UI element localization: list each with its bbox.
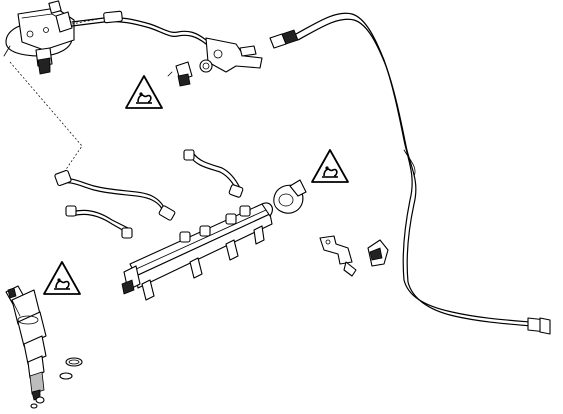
quick-connector-top (269, 29, 299, 49)
pressure-sensor-bracket (167, 37, 263, 87)
fuel-feed-line (295, 12, 551, 335)
line-clip-bracket (319, 235, 389, 277)
warning-triangle-icon (311, 149, 349, 183)
warning-triangle-icon (125, 75, 163, 109)
injector-seals (30, 357, 83, 409)
pump-fuel-line (71, 10, 223, 49)
high-pressure-line-short (183, 149, 244, 198)
fuel-rail (121, 202, 273, 301)
leader-lines (9, 17, 105, 179)
fuel-injector (5, 285, 47, 401)
rail-plug (273, 179, 307, 214)
high-pressure-pump (3, 0, 75, 75)
injector-fuel-line (54, 169, 176, 239)
warning-triangle-icon (43, 261, 81, 295)
